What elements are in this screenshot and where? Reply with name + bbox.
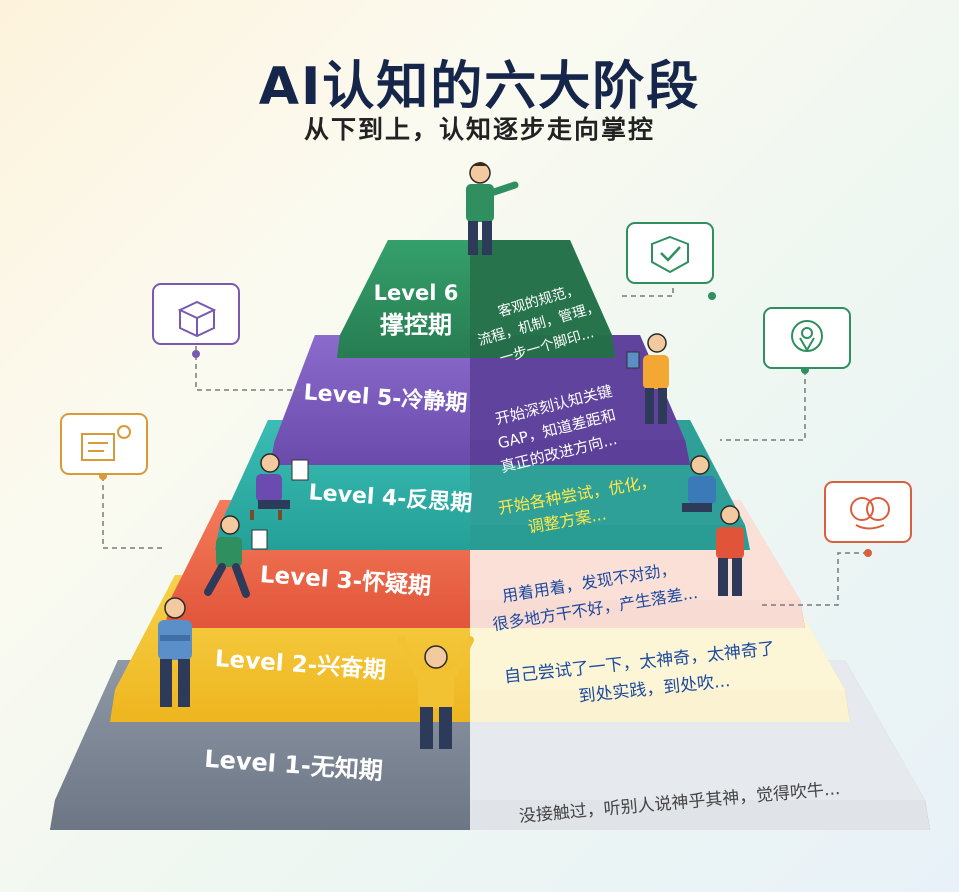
page-subtitle: 从下到上，认知逐步走向掌控	[303, 115, 655, 144]
connector-dot	[192, 350, 200, 358]
level-6-name-line2: 撑控期	[380, 311, 452, 339]
person-level5	[626, 333, 669, 424]
brain-icon	[824, 481, 912, 543]
person-level2-crossed-arms	[158, 597, 192, 707]
person-level3-right	[716, 505, 744, 596]
person-level4-reading	[250, 453, 309, 520]
level-6-name-line1: Level 6	[374, 281, 459, 305]
connector-dot	[708, 292, 716, 300]
location-pin-icon	[763, 307, 851, 369]
person-top	[466, 162, 519, 255]
badge-check-icon	[626, 222, 714, 284]
level-6-tier: Level 6 撑控期 客观的规范， 流程，机制，管理， 一步一个脚印...	[337, 240, 615, 367]
person-level2-excited	[398, 636, 474, 749]
settings-box-icon	[60, 413, 148, 475]
box-icon	[152, 283, 240, 345]
connector-dot	[864, 549, 872, 557]
page-title: AI认知的六大阶段	[258, 57, 701, 117]
connector-lines	[102, 288, 868, 606]
person-level4-sitting	[682, 455, 716, 512]
person-level3-left	[204, 515, 268, 598]
